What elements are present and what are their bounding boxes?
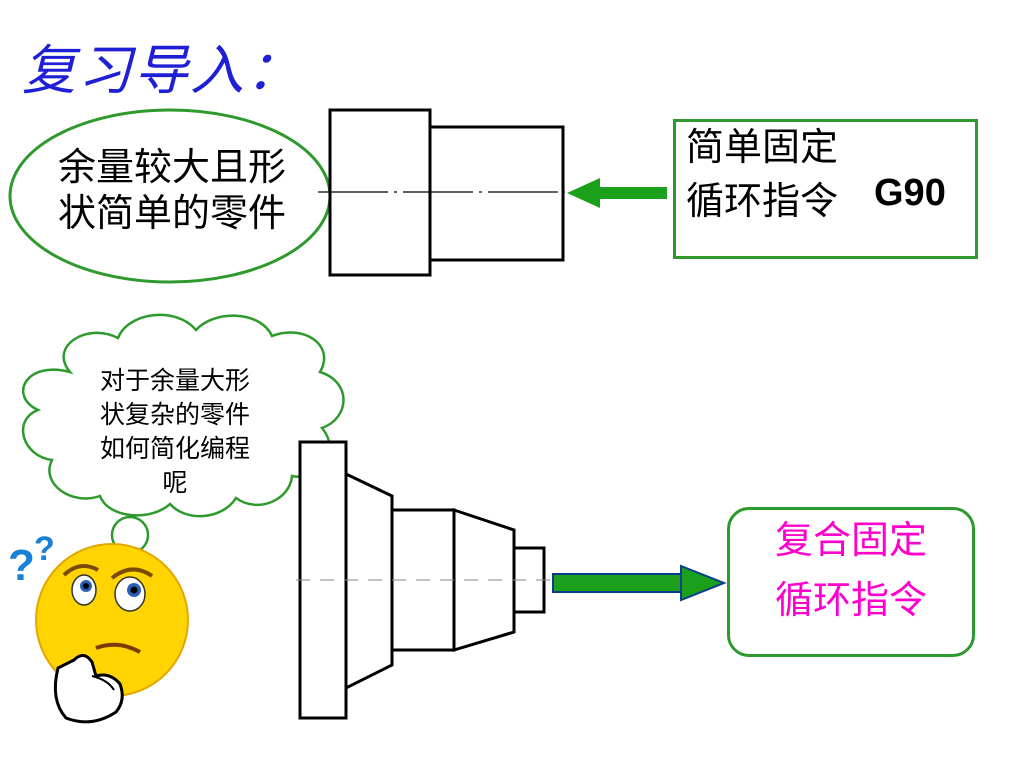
- compound-cycle-box: [727, 507, 975, 657]
- svg-text:?: ?: [8, 541, 35, 590]
- thought-text: 对于余量大形 状复杂的零件 如何简化编程 呢: [66, 364, 284, 500]
- question-marks-icon: ? ?: [8, 530, 55, 590]
- thought-cloud-outline: [21, 313, 345, 518]
- g90-label-line: 循环指令: [686, 179, 839, 223]
- oval-label-line: 余量较大且形: [57, 145, 286, 189]
- page-title: 复习导入：: [22, 39, 302, 102]
- arrow-left-icon: [567, 178, 667, 208]
- thinking-face-icon: [35, 543, 189, 724]
- compound-cycle-line: 循环指令: [774, 578, 927, 622]
- thought-text-line: 状复杂的零件: [99, 400, 250, 429]
- arrow-right-icon: [552, 564, 727, 602]
- compound-cycle-label: 复合固定 循环指令: [740, 510, 962, 630]
- thought-text-line: 对于余量大形: [99, 366, 250, 395]
- thought-text-line: 如何简化编程: [99, 434, 250, 463]
- thought-text-line: 呢: [162, 468, 188, 497]
- g90-box: [673, 119, 978, 259]
- compound-cycle-line: 复合固定: [774, 518, 927, 562]
- svg-text:?: ?: [34, 530, 55, 568]
- oval-label-line: 状简单的零件: [57, 191, 286, 235]
- g90-code: G90: [874, 172, 946, 214]
- g90-label: 简单固定 循环指令: [686, 120, 838, 228]
- g90-label-line: 简单固定: [686, 125, 839, 169]
- oval-label: 余量较大且形 状简单的零件: [22, 144, 322, 236]
